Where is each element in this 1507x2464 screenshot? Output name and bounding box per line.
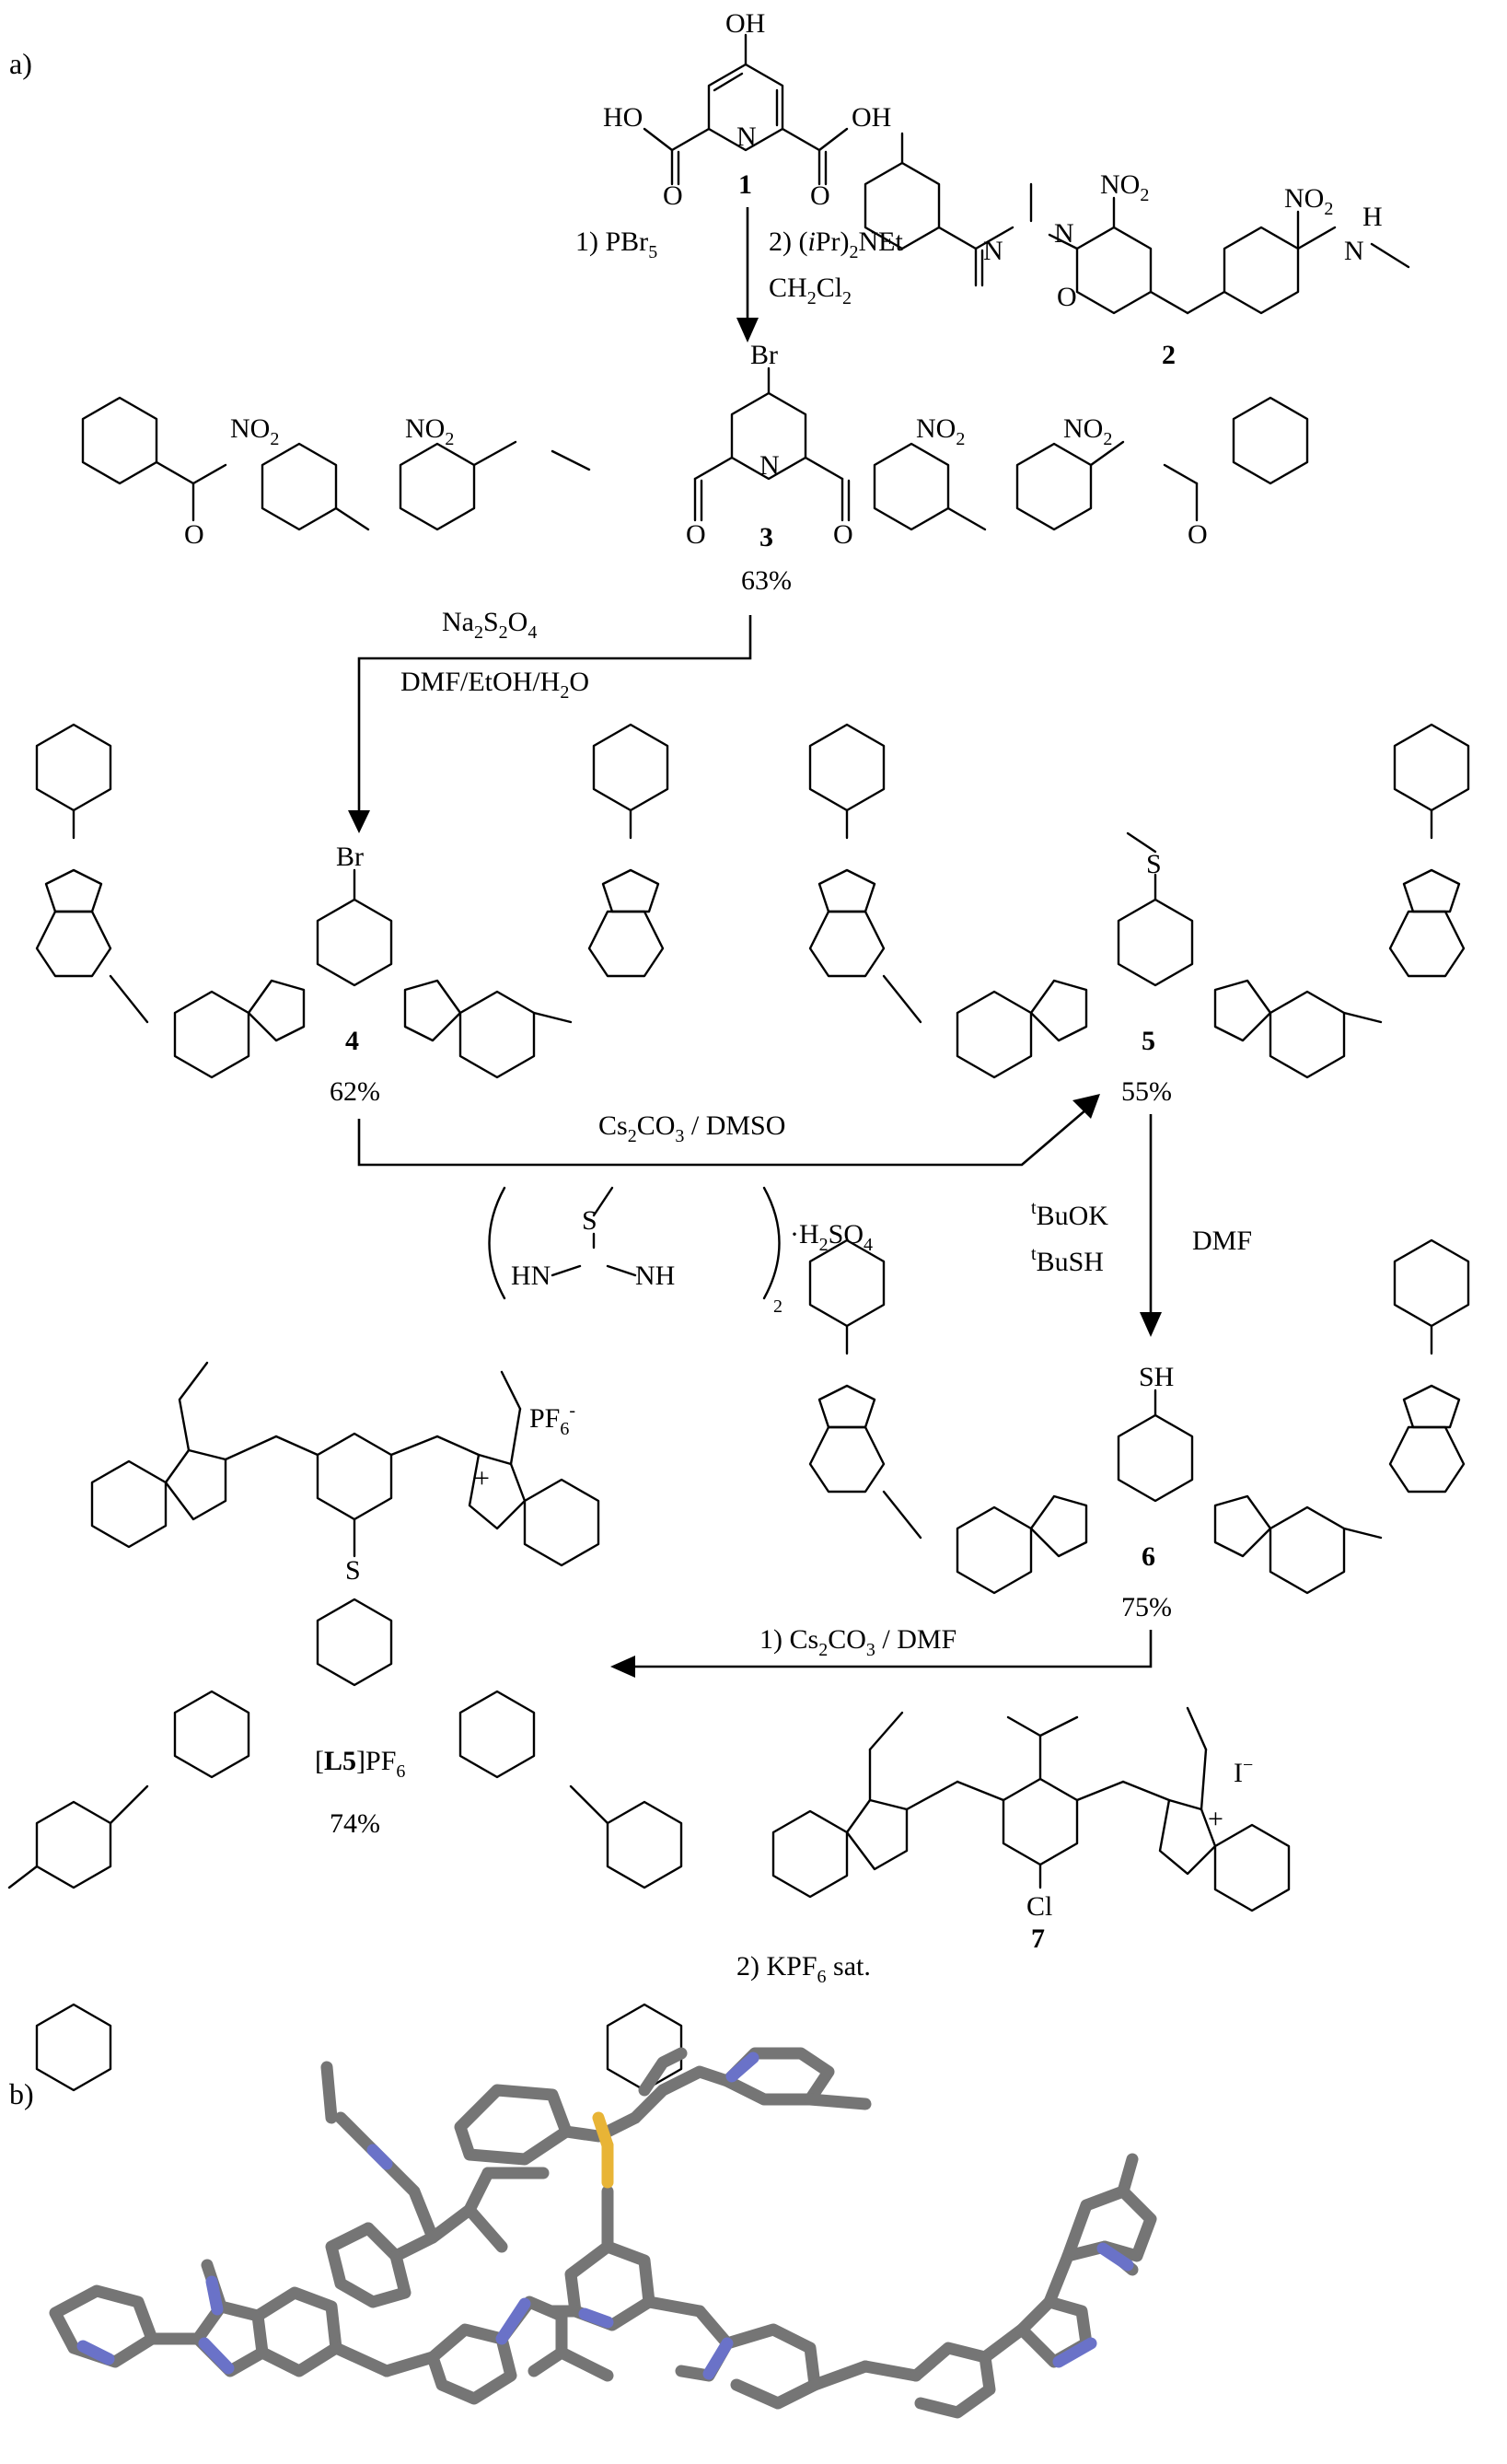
compound-3-no2-a: NO2 [230,413,279,449]
compound-4-number: 4 [345,1026,359,1056]
step4-reagent-tbuok: tBuOK [1031,1198,1108,1231]
step3-reagent-base: Cs2CO3 / DMSO [598,1110,785,1146]
compound-3-structure [81,366,1309,531]
compound-2-n-amide: N [1054,218,1074,249]
compound-3-o-3: O [833,519,853,550]
compound-6-structure [808,1238,1470,1595]
L5-label: [L5]PF6 [315,1746,405,1782]
step1-reagent-pbr5: 1) PBr5 [575,227,657,262]
step5-reagent-kpf6: 2) KPF6 sat. [736,1951,871,1987]
compound-3-o-4: O [1188,519,1208,550]
arrowhead-step5 [610,1656,635,1678]
L5-charge: + [474,1463,490,1494]
compound-1-o-left: O [663,180,683,211]
step3-reagent-hn: HN [511,1261,551,1291]
compound-2-nh-h: H [1362,202,1383,232]
compound-1-structure [643,33,849,186]
compound-5-structure [808,723,1470,1079]
compound-7-counterion: I− [1234,1755,1253,1788]
step2-reagent-solvent: DMF/EtOH/H2O [400,667,589,703]
compound-7-number: 7 [1031,1924,1045,1954]
compound-1-o-right: O [810,180,830,211]
crystal-structure-sulfur-atom [592,2111,614,2189]
L5-s: S [345,1555,361,1586]
step1-reagent-solvent: CH2Cl2 [769,273,852,308]
crystal-structure-nitrogen-atoms [76,2051,1134,2380]
arrow-step2 [357,615,752,815]
arrow-step5 [631,1630,1153,1668]
step5-reagent-base: 1) Cs2CO3 / DMF [759,1624,956,1660]
step3-reagent-salt: ·H2SO4 [790,1219,873,1255]
step1-reagent-base: 2) (iPr)2NEt [769,227,903,262]
step4-reagent-tbush: tBuSH [1031,1244,1104,1277]
compound-2-structure [864,132,1410,315]
compound-7-structure [771,1706,1291,1912]
arrowhead-step2 [348,810,370,833]
arrow-step3 [357,1109,1087,1167]
compound-4-yield: 62% [330,1076,380,1107]
compound-5-number: 5 [1142,1026,1155,1056]
compound-1-number: 1 [738,169,752,200]
L5-structure [7,1361,683,2092]
compound-3-number: 3 [759,522,773,552]
L5-counterion: PF6- [529,1401,575,1439]
compound-1-oh: OH [725,8,765,39]
step4-reagent-solvent: DMF [1192,1226,1252,1256]
compound-2-no2-b: NO2 [1284,183,1333,219]
compound-4-structure [35,723,669,1079]
compound-6-sh: SH [1139,1362,1174,1392]
compound-3-br: Br [750,340,778,370]
step3-reagent-s: S [582,1205,597,1236]
compound-2-nh-n: N [1344,236,1364,266]
step3-reagent-multiplier: 2 [773,1296,782,1317]
compound-1-acid-left: HO [603,102,643,133]
compound-3-no2-b: NO2 [405,413,454,449]
compound-3-yield: 63% [741,565,792,596]
step2-reagent-dithionite: Na2S2O4 [442,607,537,643]
compound-2-o: O [1057,282,1077,312]
step3-thiourea-reagent [488,1186,781,1300]
compound-2-no2-a: NO2 [1100,169,1149,205]
compound-1-acid-right: OH [852,102,891,133]
compound-5-yield: 55% [1121,1076,1172,1107]
panel-label-a: a) [9,47,32,80]
panel-label-b: b) [9,2077,34,2110]
step3-reagent-nh: NH [635,1261,675,1291]
arrowhead-step1 [736,318,759,343]
compound-2-n-pyridine: N [983,236,1003,266]
arrowhead-step4 [1140,1312,1162,1337]
compound-7-cl: Cl [1026,1891,1052,1922]
arrowhead-step3 [1072,1094,1100,1119]
compound-3-no2-d: NO2 [1063,413,1112,449]
compound-6-yield: 75% [1121,1592,1172,1622]
compound-3-o-2: O [686,519,706,550]
compound-5-s: S [1146,849,1162,879]
L5-yield: 74% [330,1808,380,1839]
compound-1-n: N [736,122,757,152]
compound-7-charge: + [1208,1804,1223,1834]
compound-6-number: 6 [1142,1541,1155,1572]
compound-2-number: 2 [1162,340,1176,370]
compound-3-o-1: O [184,519,204,550]
compound-4-br: Br [336,842,364,872]
compound-3-n-center: N [759,450,780,481]
compound-3-no2-c: NO2 [916,413,965,449]
